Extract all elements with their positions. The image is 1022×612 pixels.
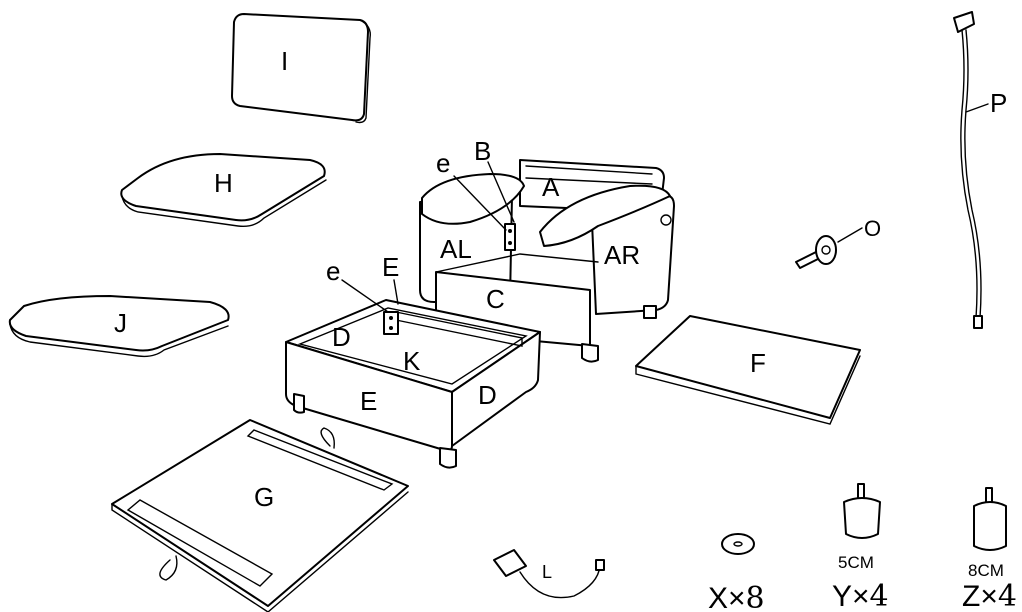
label-B: B <box>474 136 491 166</box>
base-board-G: G <box>111 419 409 612</box>
label-Z-size: 8CM <box>968 561 1004 580</box>
adapter-L: L <box>493 549 605 599</box>
label-D-right: D <box>478 380 497 410</box>
label-Z: Z×4 <box>962 579 1017 612</box>
label-D-left: D <box>332 322 351 352</box>
leg-Z: 8CM Z×4 <box>962 487 1017 612</box>
label-e-lower: e <box>326 256 340 286</box>
label-A: A <box>542 172 560 202</box>
label-G: G <box>254 482 274 512</box>
label-O: O <box>864 216 881 241</box>
cable-P: P <box>953 11 1007 329</box>
label-L: L <box>542 562 552 582</box>
label-e-upper: e <box>436 148 450 178</box>
label-K: K <box>403 346 421 376</box>
panel-F: F <box>635 315 861 425</box>
label-Y: Y×4 <box>832 579 889 612</box>
label-I: I <box>281 46 288 76</box>
seat-cushion-H: H <box>120 153 327 228</box>
knob-O: O <box>795 216 881 269</box>
label-J: J <box>114 308 127 338</box>
label-C: C <box>486 284 505 314</box>
label-P: P <box>990 88 1007 118</box>
label-F: F <box>750 348 766 378</box>
back-cushion-I: I <box>231 13 371 124</box>
label-Y-size: 5CM <box>838 553 874 572</box>
seat-cushion-J: J <box>8 295 230 358</box>
label-AL: AL <box>440 234 472 264</box>
leg-Y: 5CM Y×4 <box>832 483 889 612</box>
label-AR: AR <box>604 240 640 270</box>
label-E-top: E <box>382 252 399 282</box>
label-E-front: E <box>360 386 377 416</box>
label-H: H <box>214 168 233 198</box>
label-X: X×8 <box>708 581 765 612</box>
washer-X: X×8 <box>708 533 765 612</box>
storage-base: D K E D E e <box>285 252 541 469</box>
